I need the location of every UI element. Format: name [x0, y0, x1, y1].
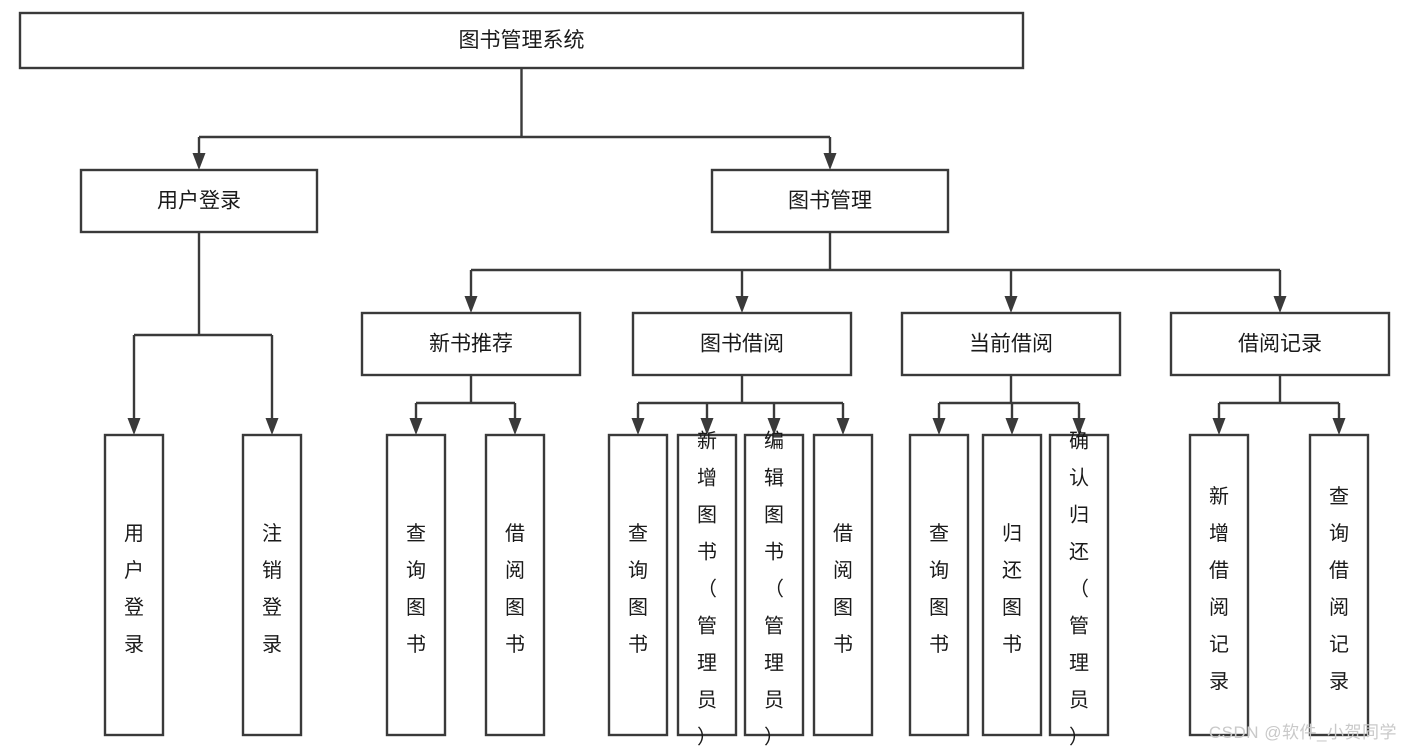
node-label-leaf-query-book-1: 查询图书 — [406, 522, 426, 656]
node-leaf-query-book-2[interactable]: 查询图书 — [607, 433, 669, 737]
node-label-leaf-logout: 注销登录 — [262, 522, 282, 656]
node-box-leaf-borrow-book-1 — [484, 433, 546, 737]
node-label-leaf-add-book: 新增图书（管理员） — [697, 429, 717, 747]
arrow-head-leaf-query-book-1 — [409, 418, 423, 435]
arrow-head-leaf-query-record — [1332, 418, 1346, 435]
node-box-root — [18, 11, 1025, 70]
node-label-leaf-return-book: 归还图书 — [1002, 522, 1022, 656]
node-login[interactable]: 用户登录 — [79, 168, 319, 234]
node-label-bookmgmt: 图书管理 — [788, 190, 872, 213]
node-leaf-return-book[interactable]: 归还图书 — [981, 433, 1043, 737]
arrow-head-leaf-borrow-book-2 — [836, 418, 850, 435]
node-box-leaf-query-record — [1308, 433, 1370, 737]
arrow-head-leaf-confirm-return — [1072, 418, 1086, 435]
node-box-bookmgmt — [710, 168, 950, 234]
node-root[interactable]: 图书管理系统 — [18, 11, 1025, 70]
node-leaf-borrow-book-1[interactable]: 借阅图书 — [484, 433, 546, 737]
connector-borrow — [631, 375, 850, 435]
arrow-head-leaf-edit-book — [767, 418, 781, 435]
node-box-leaf-user-login — [103, 433, 165, 737]
node-box-current — [900, 311, 1122, 377]
node-leaf-edit-book[interactable]: 编辑图书（管理员） — [743, 429, 805, 747]
node-label-leaf-add-record: 新增借阅记录 — [1209, 485, 1229, 693]
connector-newbook — [409, 375, 522, 435]
node-leaf-add-book[interactable]: 新增图书（管理员） — [676, 429, 738, 747]
node-label-records: 借阅记录 — [1238, 333, 1322, 356]
arrow-head-login — [192, 153, 206, 170]
arrow-head-records — [1273, 296, 1287, 313]
arrow-head-leaf-add-record — [1212, 418, 1226, 435]
node-label-newbook: 新书推荐 — [429, 333, 513, 356]
connector-current — [932, 375, 1086, 435]
node-box-records — [1169, 311, 1391, 377]
node-leaf-query-book-3[interactable]: 查询图书 — [908, 433, 970, 737]
node-box-leaf-return-book — [981, 433, 1043, 737]
node-label-leaf-query-book-3: 查询图书 — [929, 522, 949, 656]
node-box-leaf-borrow-book-2 — [812, 433, 874, 737]
connector-layer — [127, 68, 1346, 435]
node-box-leaf-query-book-1 — [385, 433, 447, 737]
node-bookmgmt[interactable]: 图书管理 — [710, 168, 950, 234]
node-layer: 图书管理系统用户登录图书管理新书推荐图书借阅当前借阅借阅记录用户登录注销登录查询… — [18, 11, 1391, 747]
node-box-login — [79, 168, 319, 234]
node-label-login: 用户登录 — [157, 190, 241, 213]
arrow-head-leaf-query-book-2 — [631, 418, 645, 435]
node-label-leaf-query-book-2: 查询图书 — [628, 522, 648, 656]
arrow-head-leaf-add-book — [700, 418, 714, 435]
node-label-current: 当前借阅 — [969, 333, 1053, 356]
node-records[interactable]: 借阅记录 — [1169, 311, 1391, 377]
connector-login — [127, 232, 279, 435]
arrow-head-bookmgmt — [823, 153, 837, 170]
node-label-leaf-borrow-book-1: 借阅图书 — [505, 522, 525, 656]
node-box-leaf-query-book-3 — [908, 433, 970, 737]
connector-root — [192, 68, 837, 170]
node-box-leaf-confirm-return — [1048, 433, 1110, 737]
node-leaf-user-login[interactable]: 用户登录 — [103, 433, 165, 737]
node-label-root: 图书管理系统 — [459, 29, 585, 52]
node-label-leaf-borrow-book-2: 借阅图书 — [833, 522, 853, 656]
node-box-newbook — [360, 311, 582, 377]
node-newbook[interactable]: 新书推荐 — [360, 311, 582, 377]
node-leaf-query-book-1[interactable]: 查询图书 — [385, 433, 447, 737]
node-leaf-logout[interactable]: 注销登录 — [241, 433, 303, 737]
arrow-head-leaf-borrow-book-1 — [508, 418, 522, 435]
node-box-leaf-query-book-2 — [607, 433, 669, 737]
node-box-leaf-add-record — [1188, 433, 1250, 737]
node-label-leaf-edit-book: 编辑图书（管理员） — [764, 429, 784, 747]
node-box-borrow — [631, 311, 853, 377]
node-box-leaf-add-book — [676, 433, 738, 737]
node-label-leaf-query-record: 查询借阅记录 — [1329, 485, 1349, 693]
node-label-leaf-user-login: 用户登录 — [124, 523, 144, 656]
arrow-head-leaf-user-login — [127, 418, 141, 435]
arrow-head-leaf-logout — [265, 418, 279, 435]
node-leaf-borrow-book-2[interactable]: 借阅图书 — [812, 433, 874, 737]
node-leaf-add-record[interactable]: 新增借阅记录 — [1188, 433, 1250, 737]
node-borrow[interactable]: 图书借阅 — [631, 311, 853, 377]
arrow-head-newbook — [464, 296, 478, 313]
arrow-head-current — [1004, 296, 1018, 313]
connector-records — [1212, 375, 1346, 435]
arrow-head-leaf-query-book-3 — [932, 418, 946, 435]
node-box-leaf-logout — [241, 433, 303, 737]
arrow-head-borrow — [735, 296, 749, 313]
node-leaf-confirm-return[interactable]: 确认归还（管理员） — [1048, 429, 1110, 747]
node-label-leaf-confirm-return: 确认归还（管理员） — [1069, 429, 1089, 747]
node-current[interactable]: 当前借阅 — [900, 311, 1122, 377]
connector-bookmgmt — [464, 232, 1287, 313]
csdn-watermark: CSDN @软件_小贺同学 — [1208, 723, 1397, 742]
arrow-head-leaf-return-book — [1005, 418, 1019, 435]
node-box-leaf-edit-book — [743, 433, 805, 737]
node-label-borrow: 图书借阅 — [700, 333, 784, 356]
node-leaf-query-record[interactable]: 查询借阅记录 — [1308, 433, 1370, 737]
